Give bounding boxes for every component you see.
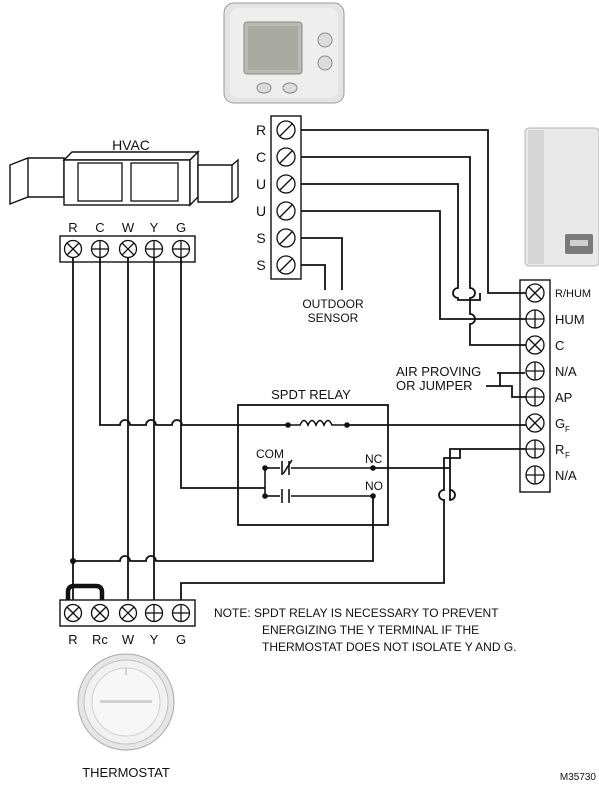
thermostat-display-icon [223,2,345,104]
display-terminal [276,174,296,194]
display-label-r: R [256,122,266,138]
module-label-rf-sub: F [565,451,570,460]
module-terminal-rf [525,439,545,459]
tstat-terminal-g [171,603,191,623]
hvac-terminal-block [59,235,196,263]
display-terminal [276,228,296,248]
tstat-terminal-y [144,603,164,623]
thermostat-terminal-block [59,599,196,627]
display-terminal [276,147,296,167]
tstat-label-g: G [176,632,186,647]
air-proving-line1: AIR PROVING [396,364,481,379]
module-label-hum: HUM [555,312,585,327]
outdoor-sensor-line1: OUTDOOR [302,297,364,311]
hvac-label-y: Y [150,220,159,235]
figure-code: M35730 [560,772,597,783]
module-label-rf: R [555,442,564,457]
tstat-terminal-rc [90,603,110,623]
equipment-module-icon [524,127,599,267]
display-label-s2: S [256,257,265,273]
note-line3: THERMOSTAT DOES NOT ISOLATE Y AND G. [262,640,517,654]
note-line1: NOTE: SPDT RELAY IS NECESSARY TO PREVENT [214,606,499,620]
thermostat-jumper [65,583,105,605]
air-proving-label: AIR PROVING OR JUMPER [396,364,526,398]
tstat-label-rc: Rc [92,632,108,647]
relay-com-label: COM [256,447,284,461]
tstat-terminal-w [118,603,138,623]
hvac-terminal-r [63,239,83,259]
module-label-gf: G [555,416,565,431]
module-label-na2: N/A [555,468,577,483]
module-label-na1: N/A [555,364,577,379]
module-terminal-c [525,335,545,355]
module-terminal-ap [525,387,545,407]
module-terminal-labels: R/HUM HUM C N/A AP G F R F N/A [555,288,591,483]
outdoor-sensor: OUTDOOR SENSOR [301,237,364,325]
hvac-label-w: W [122,220,135,235]
module-label-c: C [555,338,564,353]
hvac-label-g: G [176,220,186,235]
hvac-terminal-g [171,239,191,259]
display-terminal [276,120,296,140]
display-label-c: C [256,149,266,165]
display-terminal [276,255,296,275]
hvac-terminal-w [118,239,138,259]
module-terminal-r-hum [525,283,545,303]
thermostat-terminal-labels: R Rc W Y G [68,632,186,647]
hvac-terminal-y [144,239,164,259]
module-terminal-na1 [525,361,545,381]
round-thermostat-icon [77,653,175,751]
hvac-label-c: C [95,220,104,235]
relay-no-label: NO [365,479,383,493]
air-proving-line2: OR JUMPER [396,378,473,393]
system-wires [70,258,526,603]
relay-nc-label: NC [365,452,383,466]
display-label-u1: U [256,176,266,192]
module-terminal-block [519,279,551,493]
hvac-label-r: R [68,220,77,235]
relay-coil [285,419,350,428]
module-terminal-gf [525,413,545,433]
relay-contacts [262,459,376,503]
display-terminal-labels: R C U U S S [256,122,266,273]
outdoor-sensor-line2: SENSOR [308,311,359,325]
hvac-terminal-c [90,239,110,259]
module-label-gf-sub: F [565,425,570,434]
tstat-label-r: R [68,632,77,647]
tstat-label-y: Y [150,632,159,647]
display-label-s1: S [256,230,265,246]
display-label-u2: U [256,203,266,219]
module-terminal-hum [525,309,545,329]
tstat-terminal-r [63,603,83,623]
module-label-ap: AP [555,390,572,405]
note-block: NOTE: SPDT RELAY IS NECESSARY TO PREVENT… [214,606,517,654]
display-terminal [276,201,296,221]
hvac-terminal-labels: R C W Y G [68,220,186,235]
display-module-wires [301,129,526,346]
thermostat-label: THERMOSTAT [82,765,170,780]
hvac-title: HVAC [112,137,150,153]
tstat-label-w: W [122,632,135,647]
module-terminal-na2 [525,465,545,485]
module-label-r-hum: R/HUM [555,288,591,300]
spdt-relay: SPDT RELAY COM NC NO [237,387,389,526]
relay-title: SPDT RELAY [271,387,351,402]
display-terminal-block [270,115,302,280]
note-line2: ENERGIZING THE Y TERMINAL IF THE [262,623,479,637]
hvac-unit: HVAC [9,137,239,207]
